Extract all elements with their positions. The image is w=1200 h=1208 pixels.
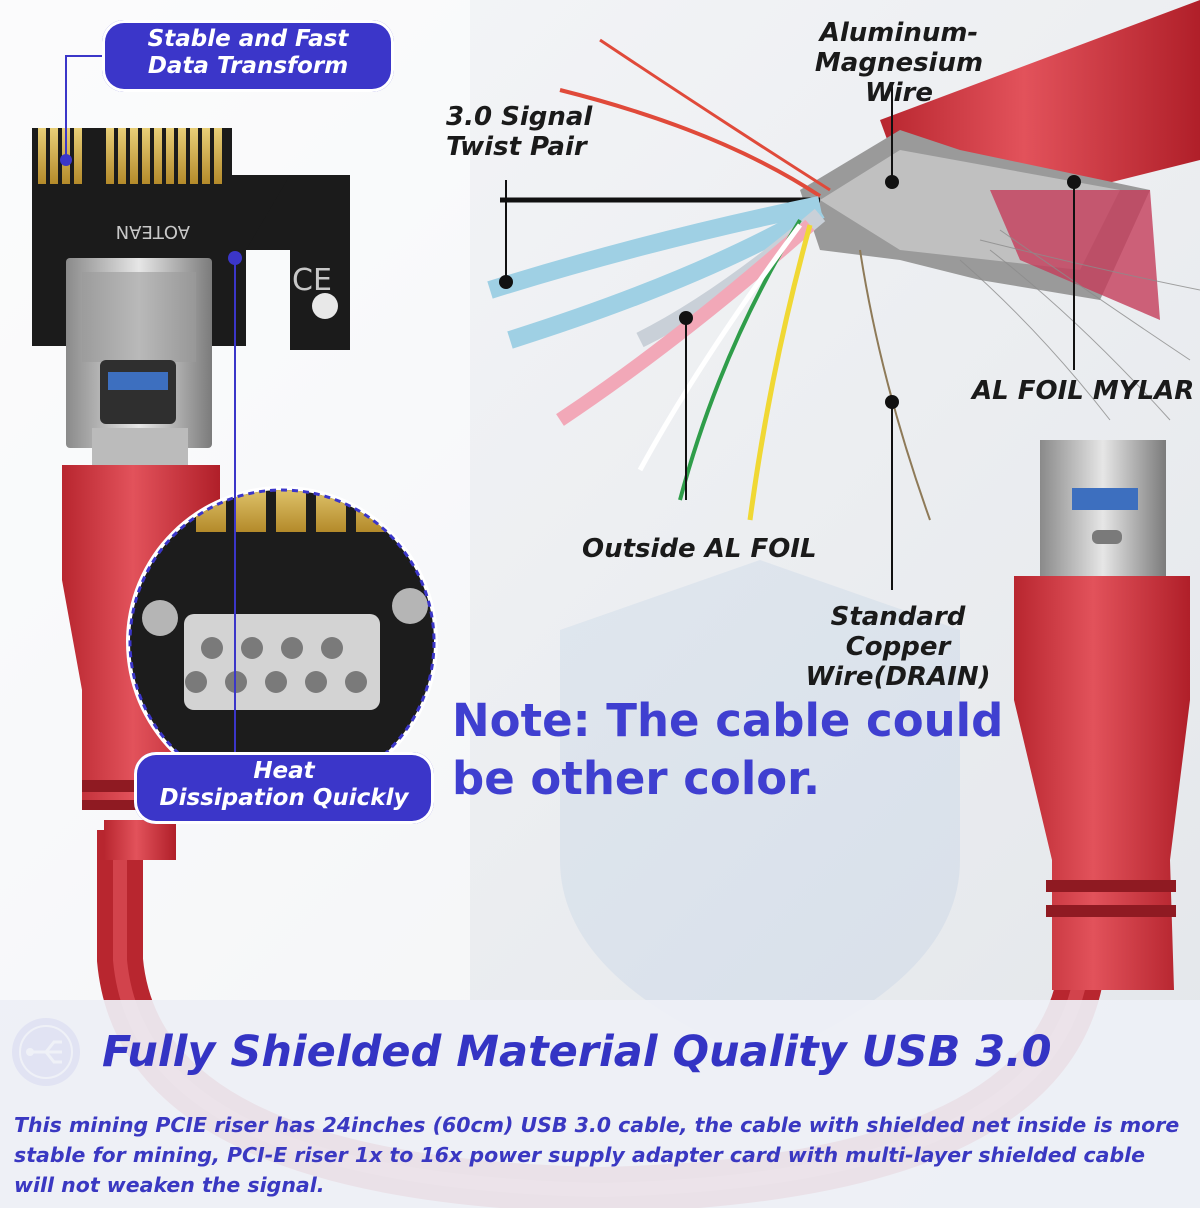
cable-cross-section <box>487 0 1200 521</box>
al-foil-mylar-label: AL FOIL MYLAR <box>972 376 1195 406</box>
drain-wire-label: Standard Copper Wire(DRAIN) <box>805 602 991 692</box>
feature-heading: Fully Shielded Material Quality USB 3.0 <box>102 1027 1052 1077</box>
board-brand-text: AOTEAN <box>116 221 190 242</box>
heat-dissipation-pill: Heat Dissipation Quickly <box>134 752 434 824</box>
svg-text:CE: CE <box>292 263 332 298</box>
info-band <box>0 1000 1200 1208</box>
feature-description: This mining PCIE riser has 24inches (60c… <box>14 1113 1180 1197</box>
pcie-riser-card: CE <box>32 128 350 350</box>
right-usb-male-plug <box>1014 440 1190 990</box>
aluminum-magnesium-label: Aluminum-Magnesium Wire <box>814 18 984 108</box>
color-note: Note: The cable could be other color. <box>452 694 1004 805</box>
usb-female-port <box>66 258 212 468</box>
watermark-shield-icon <box>560 560 960 1060</box>
outside-al-foil-label: Outside AL FOIL <box>582 534 817 564</box>
signal-twist-pair-label: 3.0 Signal Twist Pair <box>446 102 593 162</box>
heat-sink-zoom-circle <box>126 486 438 798</box>
stable-data-pill: Stable and Fast Data Transform <box>102 20 394 92</box>
